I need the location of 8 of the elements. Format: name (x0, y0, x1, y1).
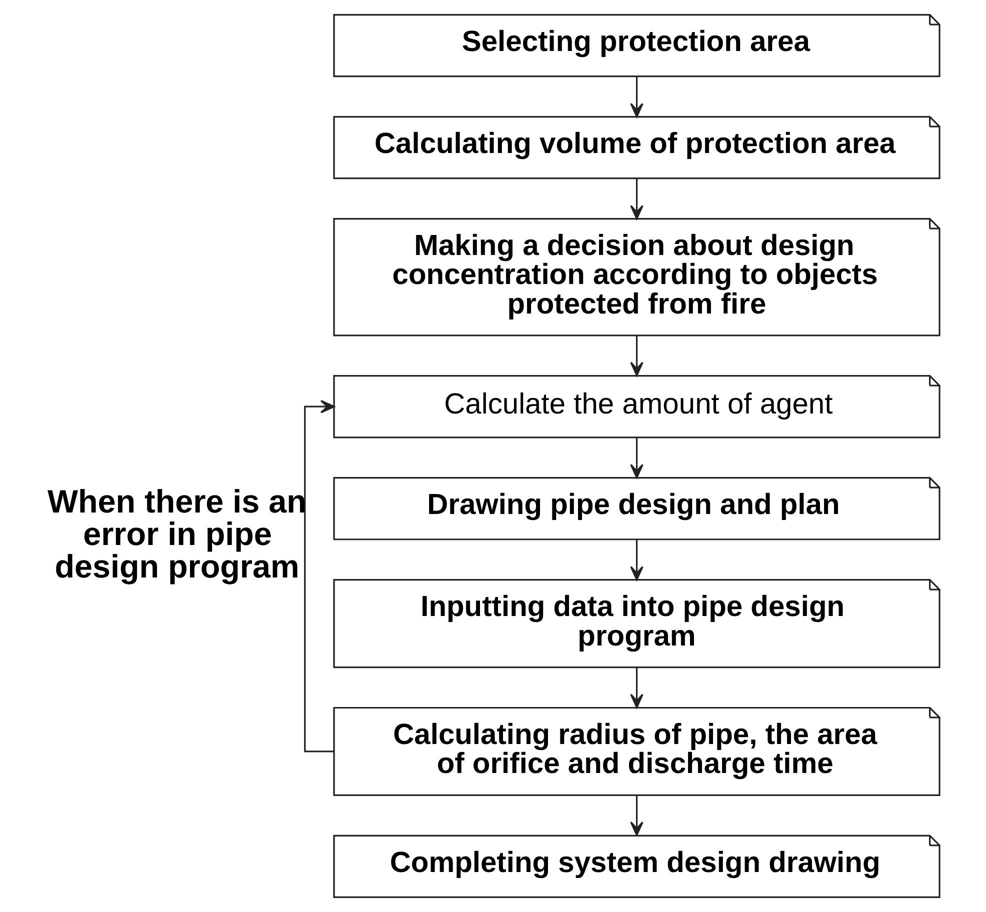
arrow (630, 796, 643, 836)
arrow (630, 438, 643, 478)
arrow (630, 539, 643, 581)
arrow (630, 178, 643, 220)
arrow (630, 336, 643, 376)
arrow (304, 400, 334, 752)
arrow (630, 668, 643, 708)
arrow (630, 76, 643, 118)
